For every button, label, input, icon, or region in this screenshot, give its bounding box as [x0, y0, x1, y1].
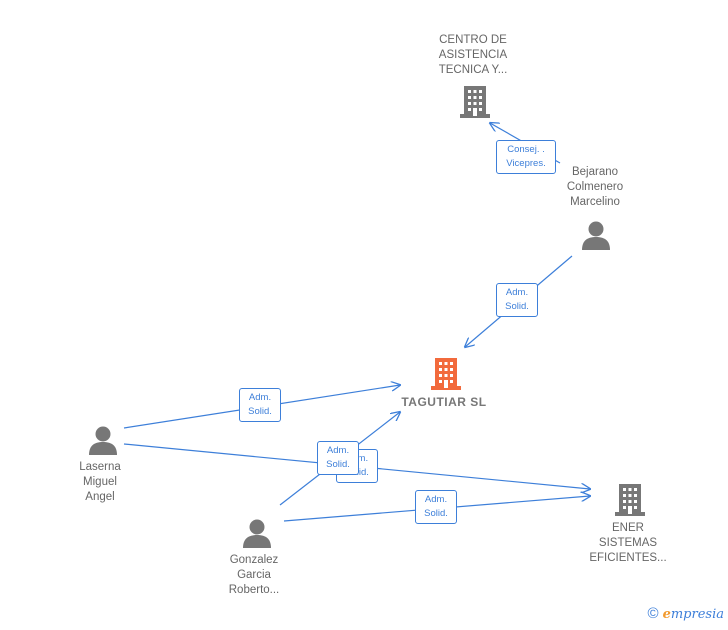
edge-label-line: Solid. [248, 406, 272, 417]
node-centro[interactable]: CENTRO DE ASISTENCIA TECNICA Y... [418, 33, 528, 78]
edge-label-line: Vicepres. [506, 158, 546, 169]
edge-label-line: Adm. [326, 445, 350, 456]
brand-watermark: ©empresia [648, 605, 724, 622]
node-ener-label: ENER SISTEMAS EFICIENTES... [589, 522, 667, 564]
node-laserna-label: Laserna Miguel Angel [79, 461, 121, 503]
edge-label-line: Solid. [424, 508, 448, 519]
node-centro-label: CENTRO DE ASISTENCIA TECNICA Y... [438, 34, 508, 76]
edge-label-adm-bejarano[interactable]: Adm. Solid. [496, 283, 538, 317]
node-laserna[interactable]: Laserna Miguel Angel [50, 460, 150, 505]
edge-label-line: Solid. [505, 301, 529, 312]
node-tagutiar-label: TAGUTIAR SL [401, 395, 487, 409]
node-tagutiar[interactable]: TAGUTIAR SL [384, 395, 504, 410]
node-ener[interactable]: ENER SISTEMAS EFICIENTES... [573, 521, 683, 566]
edge-label-line: Adm. [248, 392, 272, 403]
company-icon[interactable] [459, 84, 491, 118]
node-bejarano-label: Bejarano Colmenero Marcelino [566, 166, 624, 208]
edge-label-line: Adm. [424, 494, 448, 505]
edge-label-line: Adm. [505, 287, 529, 298]
node-gonzalez[interactable]: Gonzalez Garcia Roberto... [204, 553, 304, 598]
edge-label-consej[interactable]: Consej. . Vicepres. [496, 140, 556, 174]
edge-label-adm-laserna-tagutiar[interactable]: Adm. Solid. [239, 388, 281, 422]
person-icon[interactable] [242, 518, 272, 548]
edge-label-adm-gonzalez-ener[interactable]: Adm. Solid. [415, 490, 457, 524]
company-icon[interactable] [614, 482, 646, 516]
edge-label-adm-gonzalez-tagutiar[interactable]: Adm. Solid. [317, 441, 359, 475]
brand-logo-text: mpresia [670, 607, 724, 622]
brand-logo-e: e [662, 607, 671, 622]
main-company-icon[interactable] [430, 356, 462, 390]
copyright-icon: © [647, 605, 659, 622]
node-bejarano[interactable]: Bejarano Colmenero Marcelino [540, 165, 650, 210]
edge-label-line: Solid. [326, 459, 350, 470]
node-gonzalez-label: Gonzalez Garcia Roberto... [228, 554, 280, 596]
edge-label-line: Consej. . [507, 144, 545, 155]
person-icon[interactable] [581, 220, 611, 250]
person-icon[interactable] [88, 425, 118, 455]
